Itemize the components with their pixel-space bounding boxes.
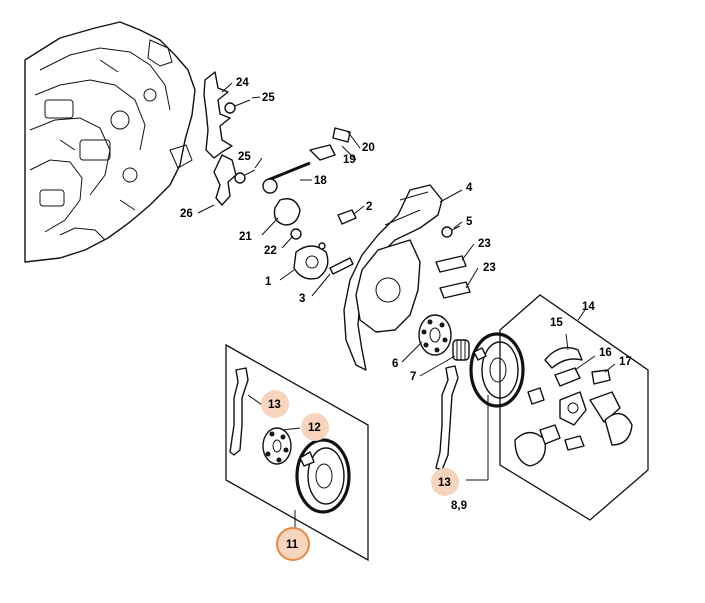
highlight-13-right	[431, 468, 459, 496]
pin-2	[337, 209, 357, 225]
label-16: 16	[599, 347, 612, 359]
plate-20	[332, 127, 351, 143]
part-labels: 24 25 25 26 20 19 18 21 22 2 1 3 4 5 23 …	[180, 77, 632, 551]
clip-19	[309, 144, 336, 161]
sprocket-6	[418, 314, 452, 356]
highlight-11	[276, 527, 310, 561]
label-22: 22	[264, 245, 277, 257]
highlight-circles	[261, 390, 459, 561]
drive-spring-13-right	[435, 365, 459, 471]
label-2: 2	[366, 201, 372, 213]
label-21: 21	[239, 231, 252, 243]
label-5: 5	[466, 216, 473, 228]
adjuster-21	[273, 198, 301, 226]
engine-housing	[24, 21, 196, 263]
label-24: 24	[236, 77, 249, 89]
pads-23	[435, 255, 471, 299]
screw-5	[441, 225, 461, 238]
spiked-bumper-24	[203, 71, 233, 159]
label-4: 4	[466, 182, 473, 194]
label-13-left: 13	[268, 399, 281, 411]
bracket-26	[213, 154, 237, 206]
needle-bearing-7	[452, 339, 470, 361]
label-17: 17	[619, 356, 632, 368]
label-8-9: 8,9	[451, 500, 467, 512]
tensioner-1	[293, 245, 329, 280]
tensioner-parts	[262, 127, 357, 280]
screw-3	[329, 257, 354, 275]
leader-lines	[197, 82, 616, 528]
label-15: 15	[550, 317, 563, 329]
label-13-right: 13	[438, 477, 451, 489]
label-18: 18	[314, 175, 327, 187]
label-12: 12	[308, 422, 321, 434]
label-26: 26	[180, 208, 193, 220]
kit-box	[225, 343, 369, 562]
label-11: 11	[286, 539, 299, 551]
spring-17	[591, 369, 611, 385]
label-3: 3	[299, 293, 305, 305]
sprocket-cover-4	[343, 184, 443, 371]
label-25-top: 25	[262, 92, 275, 104]
screw-25-mid	[234, 169, 256, 184]
label-14: 14	[582, 301, 595, 313]
clutch-box-14	[499, 294, 649, 521]
label-19: 19	[343, 154, 356, 166]
label-23-bottom: 23	[483, 262, 496, 274]
label-20: 20	[362, 142, 375, 154]
label-1: 1	[265, 276, 272, 288]
shoe-16	[554, 367, 581, 387]
highlight-12	[301, 413, 329, 441]
screw-25-top	[224, 99, 251, 114]
clutch-drum-8-9	[469, 332, 525, 408]
label-7: 7	[410, 371, 416, 383]
label-23-top: 23	[478, 238, 491, 250]
washer-22	[290, 228, 302, 240]
gear-18	[262, 178, 278, 194]
label-25-mid: 25	[238, 151, 251, 163]
highlight-13-left	[261, 390, 289, 418]
label-6: 6	[392, 358, 398, 370]
shoe-15	[544, 346, 583, 369]
